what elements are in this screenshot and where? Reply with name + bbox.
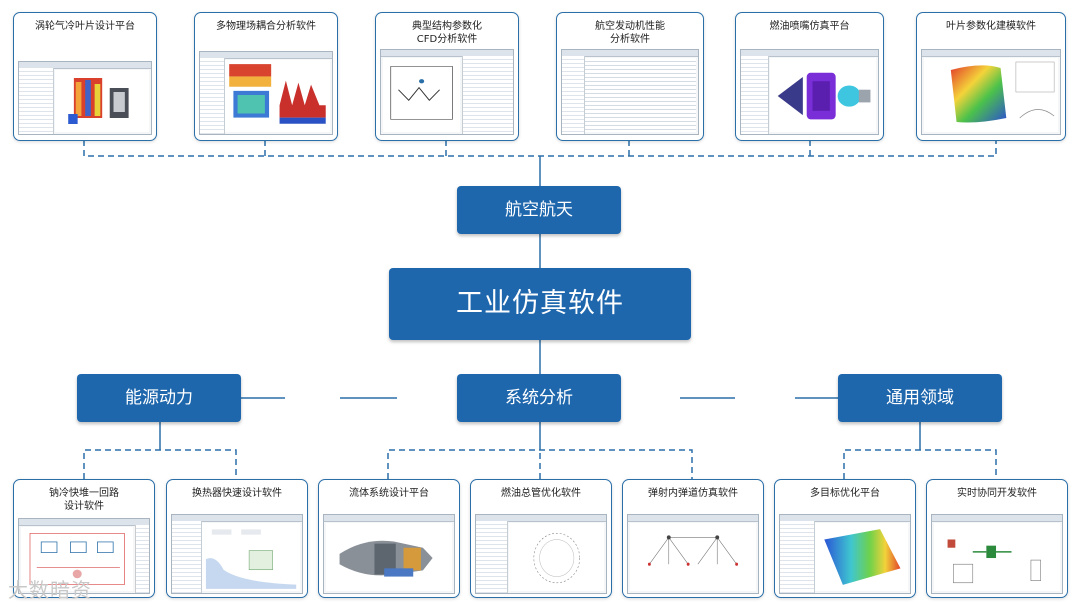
top-card-blade-modeling[interactable]: 叶片参数化建模软件 (916, 12, 1066, 141)
top-card-multiphysics[interactable]: 多物理场耦合分析软件 (194, 12, 338, 141)
watermark: 大数暗资 (8, 578, 92, 602)
software-screenshot (171, 514, 303, 594)
card-title: 燃油喷嘴仿真平台 (769, 21, 850, 32)
card-title: 流体系统设计平台 (349, 488, 429, 499)
software-screenshot (18, 61, 152, 135)
software-screenshot (921, 49, 1061, 135)
bottom-card-fuel-manifold[interactable]: 燃油总管优化软件 (470, 479, 612, 598)
node-system[interactable]: 系统分析 (457, 374, 621, 422)
card-title: 航空发动机性能 分析软件 (595, 21, 665, 45)
card-title: 弹射内弹道仿真软件 (648, 488, 738, 499)
bottom-card-realtime-collab[interactable]: 实时协同开发软件 (926, 479, 1068, 598)
node-center[interactable]: 工业仿真软件 (389, 268, 691, 340)
bottom-card-ejection-ballistics[interactable]: 弹射内弹道仿真软件 (622, 479, 764, 598)
software-screenshot (627, 514, 759, 594)
top-card-structural-cfd[interactable]: 典型结构参数化 CFD分析软件 (375, 12, 519, 141)
software-screenshot (931, 514, 1063, 594)
card-title: 多目标优化平台 (810, 488, 880, 499)
node-aerospace[interactable]: 航空航天 (457, 186, 621, 234)
card-title: 典型结构参数化 CFD分析软件 (412, 21, 482, 45)
top-card-turbine-blade[interactable]: 涡轮气冷叶片设计平台 (13, 12, 157, 141)
node-energy[interactable]: 能源动力 (77, 374, 241, 422)
node-general[interactable]: 通用领域 (838, 374, 1002, 422)
software-screenshot (475, 514, 607, 594)
bottom-card-fluid-system[interactable]: 流体系统设计平台 (318, 479, 460, 598)
card-title: 燃油总管优化软件 (501, 488, 581, 499)
top-card-fuel-nozzle[interactable]: 燃油喷嘴仿真平台 (735, 12, 884, 141)
software-screenshot (199, 51, 333, 135)
card-title: 钠冷快堆一回路 设计软件 (49, 488, 119, 512)
card-title: 叶片参数化建模软件 (946, 21, 1036, 32)
top-card-engine-performance[interactable]: 航空发动机性能 分析软件 (556, 12, 704, 141)
card-title: 换热器快速设计软件 (192, 488, 282, 499)
card-title: 涡轮气冷叶片设计平台 (35, 21, 135, 32)
software-screenshot (380, 49, 514, 135)
software-screenshot (779, 514, 911, 594)
bottom-card-heat-exchanger[interactable]: 换热器快速设计软件 (166, 479, 308, 598)
card-title: 多物理场耦合分析软件 (216, 21, 316, 32)
bottom-card-sodium-reactor[interactable]: 钠冷快堆一回路 设计软件 (13, 479, 155, 598)
software-screenshot (561, 49, 699, 135)
software-screenshot (18, 518, 150, 594)
software-screenshot (740, 49, 879, 135)
card-title: 实时协同开发软件 (957, 488, 1037, 499)
bottom-card-multi-objective[interactable]: 多目标优化平台 (774, 479, 916, 598)
software-screenshot (323, 514, 455, 594)
